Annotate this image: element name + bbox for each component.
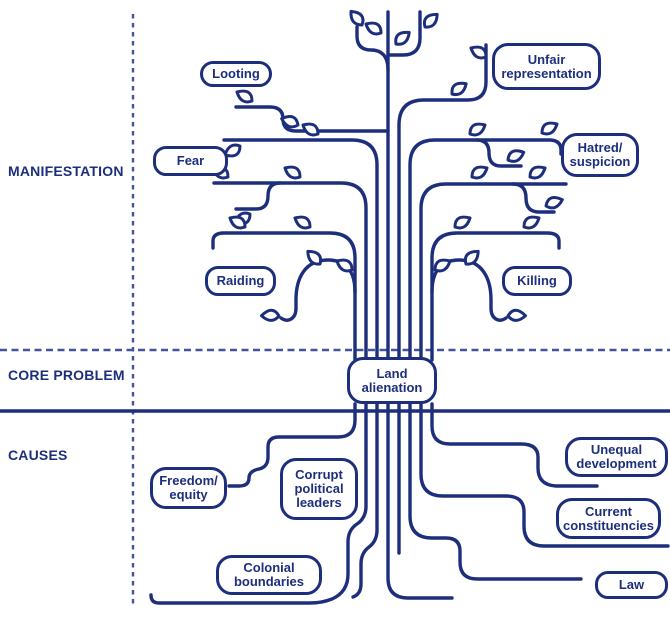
node-corrupt-political-leaders-line2: political xyxy=(294,481,344,496)
node-looting: Looting xyxy=(200,61,272,87)
leaf-icon xyxy=(303,249,325,267)
leaf-icon xyxy=(468,122,487,137)
node-unequal-development-line1: Unequal xyxy=(590,442,643,457)
node-current-constituencies-line2: constituencies xyxy=(562,517,655,533)
leaf-icon xyxy=(346,9,367,28)
leaf-icon xyxy=(449,81,469,97)
root-to-freedom-equity xyxy=(227,402,357,488)
leaf-icon xyxy=(544,194,564,212)
leaf-icon xyxy=(301,122,320,137)
leaf-icon xyxy=(420,12,442,30)
section-label-manifestation: MANIFESTATION xyxy=(8,163,124,179)
root-bottom-center xyxy=(386,402,454,600)
node-raiding: Raiding xyxy=(205,266,276,296)
node-unequal-development: Unequal development xyxy=(565,437,668,477)
node-law: Law xyxy=(595,571,668,599)
root-to-current-constituencies xyxy=(419,402,670,548)
node-law-label: Law xyxy=(618,577,645,592)
node-freedom-equity-line1: Freedom/ xyxy=(159,473,218,488)
roots-group xyxy=(149,402,670,605)
node-unfair-representation-line2: representation xyxy=(501,65,592,81)
node-current-constituencies: Current constituencies xyxy=(556,498,661,539)
root-bottom-left xyxy=(149,402,368,605)
leaf-icon xyxy=(506,148,526,164)
leaf-icon xyxy=(461,249,483,267)
node-hatred-suspicion-line1: Hatred/ xyxy=(577,140,623,155)
top-twig-right xyxy=(386,10,422,57)
leaf-icon xyxy=(433,258,452,273)
node-hatred-suspicion-line2: suspicion xyxy=(569,154,631,169)
root-to-law xyxy=(408,402,583,581)
node-colonial-boundaries: Colonial boundaries xyxy=(216,555,322,595)
leaf-icon xyxy=(506,305,528,326)
leaf-icon xyxy=(528,165,547,180)
node-corrupt-political-leaders-line1: Corrupt xyxy=(295,467,343,482)
leaf-icon xyxy=(228,215,247,230)
twig-right-step-2 xyxy=(511,182,556,214)
branch-left-mid xyxy=(212,181,368,362)
node-raiding-label: Raiding xyxy=(216,273,265,288)
node-land-alienation-line1: Land xyxy=(376,365,408,381)
node-colonial-boundaries-line2: boundaries xyxy=(233,574,305,589)
branches-group xyxy=(211,10,568,362)
guide-lines xyxy=(0,14,670,607)
branch-right-unfair xyxy=(397,43,488,362)
leaf-icon xyxy=(293,215,312,230)
leaf-icon xyxy=(259,305,281,326)
twig-right-step-1 xyxy=(475,138,523,168)
leaf-icon xyxy=(469,45,488,60)
top-twig-left xyxy=(355,25,390,72)
node-land-alienation-line2: alienation xyxy=(361,379,423,395)
node-corrupt-political-leaders-line3: leaders xyxy=(296,495,342,510)
leaf-icon xyxy=(540,121,559,136)
leaf-icon xyxy=(364,21,383,36)
node-freedom-equity-line2: equity xyxy=(169,487,208,502)
node-land-alienation: Land alienation xyxy=(347,357,437,404)
leaf-icon xyxy=(453,215,472,230)
node-killing: Killing xyxy=(502,266,572,296)
node-fear: Fear xyxy=(153,146,228,176)
leaf-icon xyxy=(470,165,489,180)
section-label-causes: CAUSES xyxy=(8,447,68,463)
leaf-icon xyxy=(235,89,254,104)
branch-left-fear xyxy=(222,138,379,362)
root-left-taper xyxy=(351,402,379,599)
node-colonial-boundaries-line1: Colonial xyxy=(243,560,295,575)
leaf-icon xyxy=(335,258,354,273)
node-unfair-representation-line1: Unfair xyxy=(527,51,566,67)
node-freedom-equity: Freedom/ equity xyxy=(150,467,227,509)
branch-right-killing xyxy=(430,231,561,362)
section-label-core-problem: CORE PROBLEM xyxy=(8,367,125,383)
branch-right-hatred-lower xyxy=(419,182,568,362)
node-unequal-development-line2: development xyxy=(576,456,657,471)
leaf-icon xyxy=(522,215,541,230)
node-looting-label: Looting xyxy=(212,66,260,81)
node-current-constituencies-line1: Current xyxy=(585,503,632,519)
node-hatred-suspicion: Hatred/ suspicion xyxy=(561,133,639,177)
branch-left-raiding xyxy=(211,231,357,362)
node-fear-label: Fear xyxy=(176,153,205,168)
leaf-icon xyxy=(283,165,302,180)
node-killing-label: Killing xyxy=(517,273,557,288)
leaf-icon xyxy=(392,30,413,47)
node-corrupt-political-leaders: Corrupt political leaders xyxy=(280,458,358,520)
root-to-unequal-development xyxy=(430,402,599,488)
node-unfair-representation: Unfair representation xyxy=(492,43,601,90)
twig-left-step xyxy=(234,181,282,211)
branch-right-hatred-upper xyxy=(408,138,563,362)
